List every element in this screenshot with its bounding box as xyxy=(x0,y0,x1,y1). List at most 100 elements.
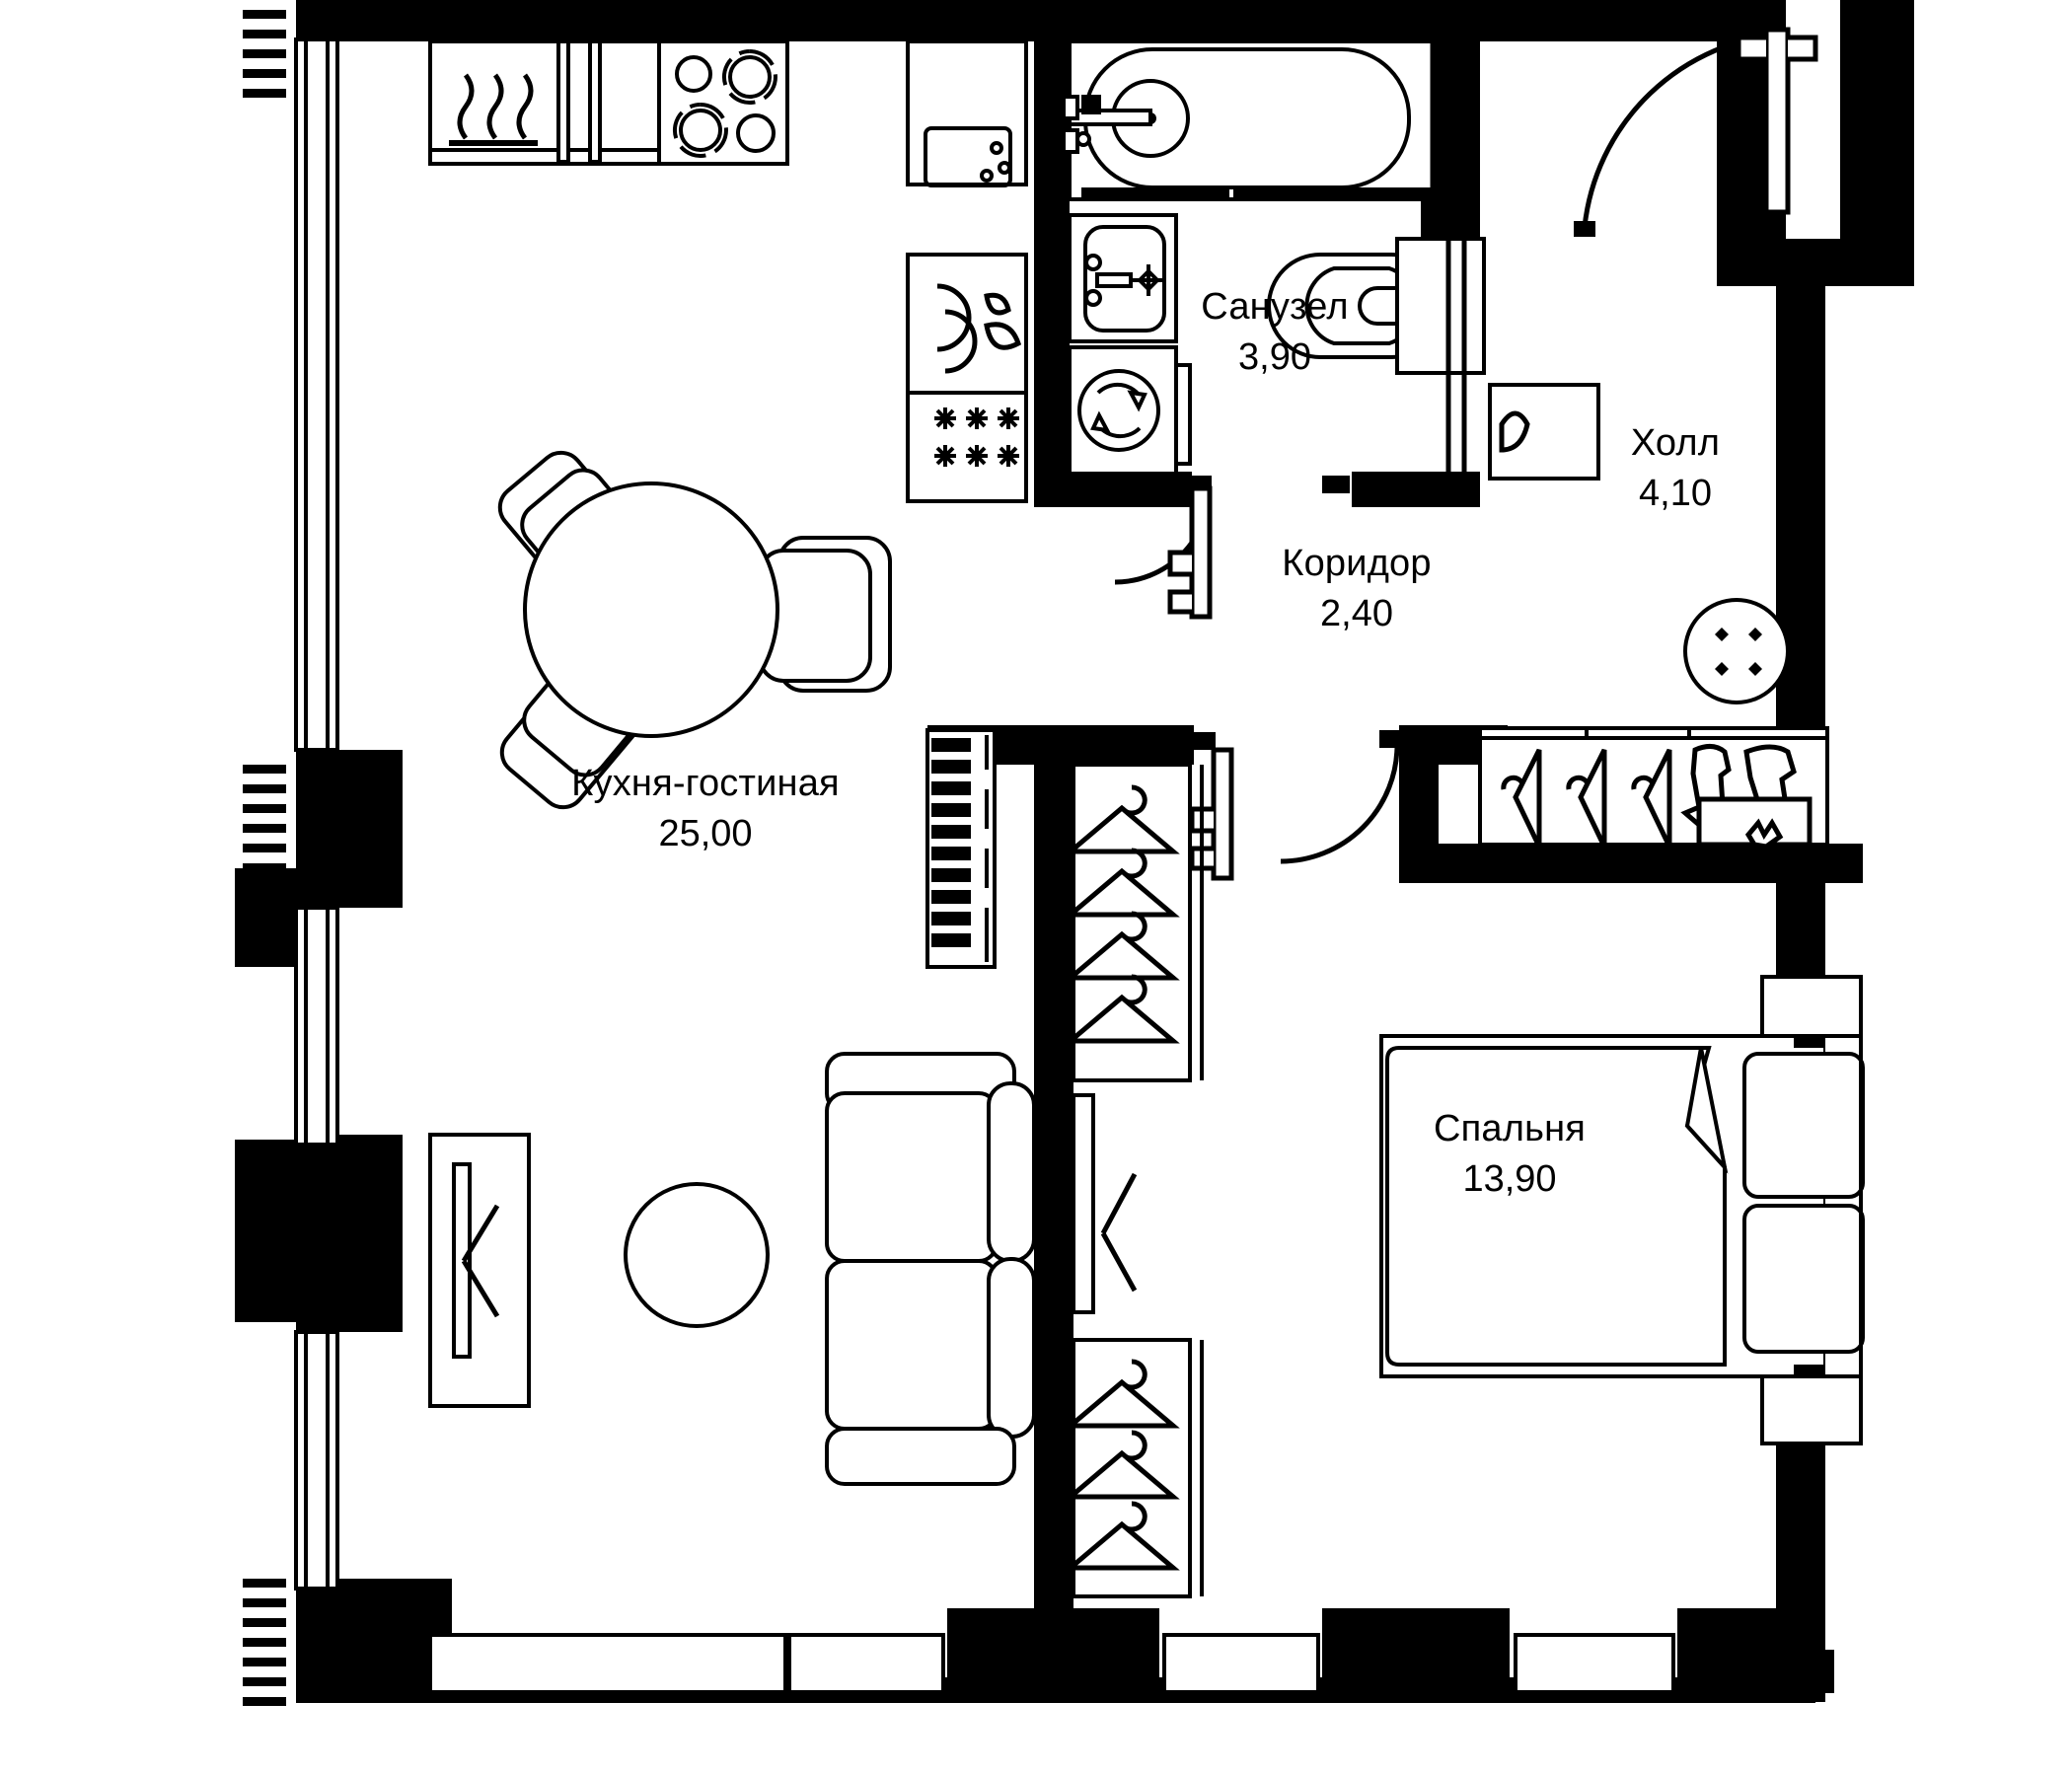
bathtub-ledge xyxy=(1081,187,1229,199)
wardrobe-mirror-icon xyxy=(1100,1172,1138,1293)
toilet-cistern xyxy=(1395,237,1486,375)
bed-headboard xyxy=(1760,975,1863,1038)
balcony-ledge-upper-top xyxy=(235,868,329,890)
sofa-front xyxy=(825,1427,1016,1486)
wall-outer-right-top xyxy=(1840,0,1914,286)
hall-hanger-2-icon xyxy=(1566,748,1607,849)
oven-divider xyxy=(556,39,570,164)
bathtub-ledge-2 xyxy=(1233,187,1431,197)
burner-large-2 xyxy=(679,109,722,152)
clothes-hanger-icon-7 xyxy=(1064,1501,1180,1571)
sofa-icon xyxy=(825,1052,1036,1486)
bed-footboard xyxy=(1760,1374,1863,1445)
storage-box-flap xyxy=(1680,803,1702,831)
tv-console xyxy=(428,1133,531,1408)
bedroom-door-hinge xyxy=(1379,730,1405,748)
dishwasher-icon xyxy=(936,283,1022,374)
wardrobe-group xyxy=(925,728,1204,1598)
window-left-2 xyxy=(294,906,339,1147)
entry-door-handle-2 xyxy=(1788,35,1818,62)
wall-top xyxy=(296,0,1470,41)
burner-small-1 xyxy=(675,55,712,93)
corridor-door-handle-2 xyxy=(1167,589,1192,615)
hatch-bottom-right xyxy=(1702,1650,1834,1693)
living-furniture-group xyxy=(428,450,1036,1486)
entry-door-handle xyxy=(1736,35,1766,62)
wardrobe-mid-panel xyxy=(1072,1093,1095,1314)
round-dining-table-icon xyxy=(523,481,779,738)
clothes-hanger-icon-5 xyxy=(1064,1359,1180,1429)
pillow-icon-2 xyxy=(1742,1204,1865,1354)
dish-arc-2 xyxy=(944,309,978,374)
entry-group xyxy=(1478,27,1829,850)
clothes-hanger-icon-1 xyxy=(1064,784,1180,854)
burner-large-2-ring xyxy=(672,103,728,158)
round-stool-dots xyxy=(1715,628,1762,676)
window-left-3 xyxy=(294,1330,339,1591)
washing-machine-side xyxy=(1174,363,1192,466)
window-bottom-2 xyxy=(787,1633,945,1694)
sofa-cushion-1 xyxy=(825,1091,999,1263)
clothes-hanger-icon-6 xyxy=(1064,1430,1180,1500)
doors-group xyxy=(1114,476,1405,881)
radiator-fins xyxy=(931,738,971,947)
pillow-icon-1 xyxy=(1742,1052,1865,1199)
bathroom-group xyxy=(1062,39,1486,476)
dish-arc-1 xyxy=(936,283,972,352)
dish-drop-2 xyxy=(984,322,1022,350)
bedroom-door-jamb xyxy=(1188,732,1216,750)
wall-bath-bottom-right xyxy=(1352,472,1480,507)
wall-bath-left xyxy=(1034,0,1070,483)
bathroom-door-jamb xyxy=(1322,476,1350,493)
wall-left-top-stub xyxy=(296,0,337,39)
snowflake-icon xyxy=(934,407,1019,467)
hall-hanger-1-icon xyxy=(1501,748,1542,849)
chair-icon-2 xyxy=(758,536,892,693)
wall-closet-bedroom xyxy=(1034,725,1073,1608)
dish-drop-1 xyxy=(984,292,1011,316)
clothes-hanger-icon-2 xyxy=(1064,848,1180,918)
hatch-top xyxy=(243,10,286,98)
left-windows-group xyxy=(294,37,339,1591)
hatch-mid-pier xyxy=(243,1149,286,1296)
clothes-hanger-icon-3 xyxy=(1064,911,1180,981)
burner-large-1-ring xyxy=(721,49,777,105)
hall-hanger-3-icon xyxy=(1631,748,1672,849)
bed-blanket-fold xyxy=(1684,1047,1729,1174)
entry-door-leaf xyxy=(1763,27,1791,215)
tv-icon xyxy=(461,1204,500,1318)
sofa-arm-2 xyxy=(987,1257,1036,1439)
bedroom-furniture-group xyxy=(1379,975,1865,1445)
sofa-arm-1 xyxy=(987,1081,1036,1263)
entry-door-hinge xyxy=(1574,221,1595,237)
corridor-door-leaf xyxy=(1189,485,1213,620)
bedroom-door-swing-icon xyxy=(1280,744,1400,864)
washing-machine-icon xyxy=(1077,369,1160,452)
entry-niche-shape xyxy=(1499,410,1530,453)
double-bed-icon xyxy=(1385,1046,1727,1367)
bedroom-door-leaf xyxy=(1211,747,1234,881)
wall-bottom-right-corner xyxy=(1766,1608,1825,1702)
round-stool-icon xyxy=(1683,598,1790,704)
hatch-lower-pier xyxy=(243,1579,286,1706)
sofa-cushion-2 xyxy=(825,1259,999,1431)
window-bottom-3 xyxy=(1162,1633,1320,1694)
hatch-bottom-mid xyxy=(972,1650,1129,1693)
storage-box-item xyxy=(1744,818,1784,850)
window-bottom-1 xyxy=(428,1633,787,1694)
coffee-table-icon xyxy=(624,1182,770,1328)
window-left-1 xyxy=(294,37,339,752)
clothes-hanger-icon-4 xyxy=(1064,974,1180,1044)
window-bottom-4 xyxy=(1514,1633,1675,1694)
bottom-windows-group xyxy=(428,1633,1675,1694)
oven-divider-2 xyxy=(588,39,602,164)
bathtub-faucet-icon xyxy=(1062,95,1152,154)
hatch-upper-pier xyxy=(243,765,286,872)
wall-bath-bottom-left xyxy=(1034,472,1192,507)
kitchen-group xyxy=(428,39,1028,503)
cooktop-icon xyxy=(672,49,777,158)
kitchen-sink-icon xyxy=(924,126,1012,187)
tv-screen xyxy=(452,1162,472,1359)
